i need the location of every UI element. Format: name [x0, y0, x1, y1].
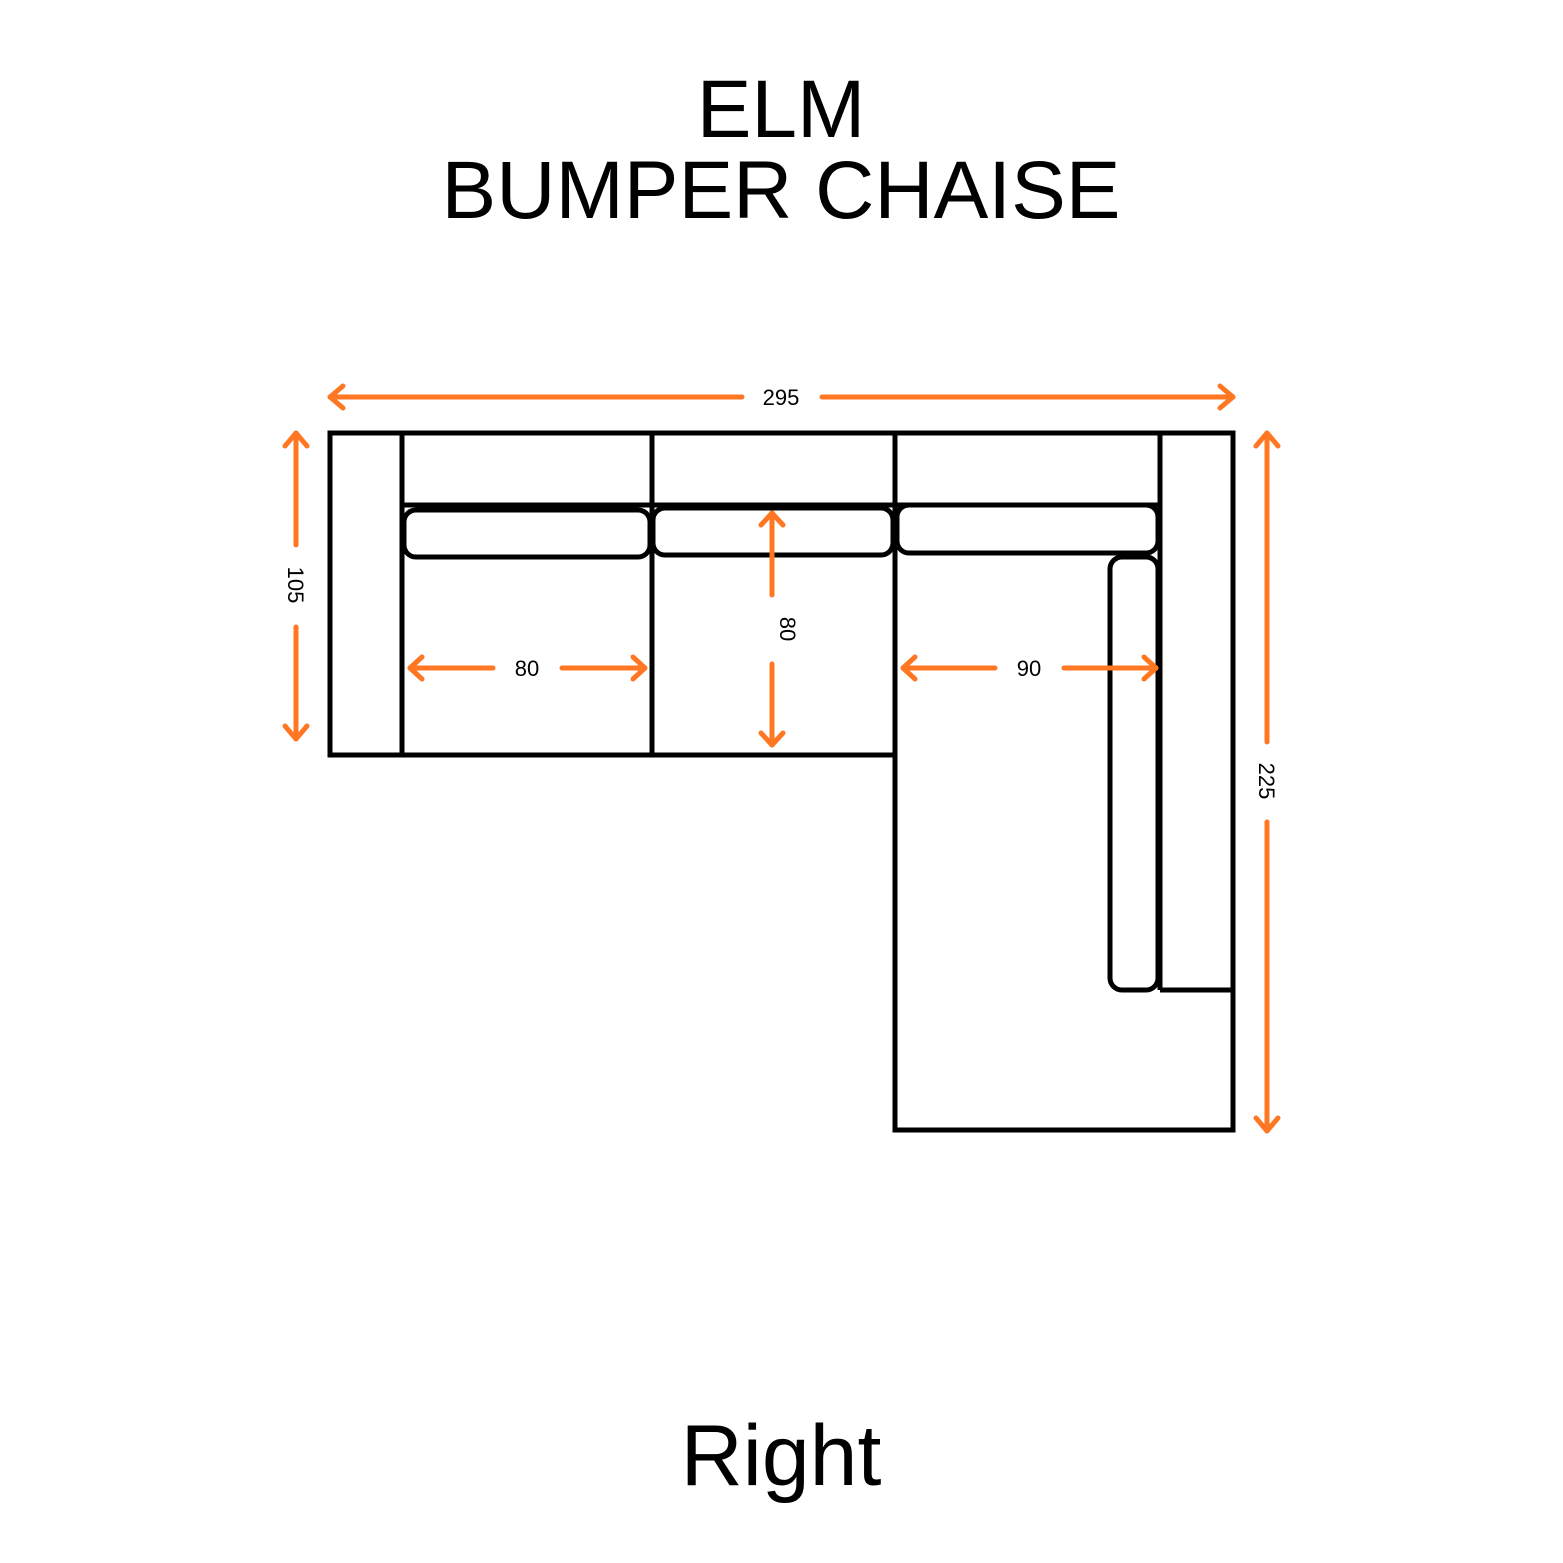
label-seat-depth: 80 [775, 617, 800, 641]
title-line-2: BUMPER CHAISE [442, 145, 1121, 236]
back-cushion-3 [894, 502, 1161, 556]
dimension-chaise-length: 225 [1253, 430, 1281, 1134]
label-105: 105 [283, 567, 308, 604]
chaise-section [892, 430, 1236, 1133]
label-225: 225 [1254, 763, 1279, 800]
dimension-seat-width: 80 [407, 654, 648, 682]
label-chaise-width: 90 [1017, 656, 1041, 681]
title-line-1: ELM [697, 64, 866, 155]
sofa-outline [327, 430, 1236, 1133]
side-cushion [1107, 554, 1161, 993]
dimension-overall-width: 295 [327, 383, 1236, 411]
label-seat-width: 80 [515, 656, 539, 681]
dimension-seat-depth: 80 [758, 510, 800, 748]
back-cushion-1 [401, 507, 653, 560]
dimension-sofa-depth: 105 [282, 430, 310, 742]
dimension-chaise-width: 90 [900, 654, 1159, 682]
sofa-main-section [327, 430, 898, 758]
variant-label: Right [681, 1408, 882, 1504]
label-295: 295 [763, 385, 800, 410]
